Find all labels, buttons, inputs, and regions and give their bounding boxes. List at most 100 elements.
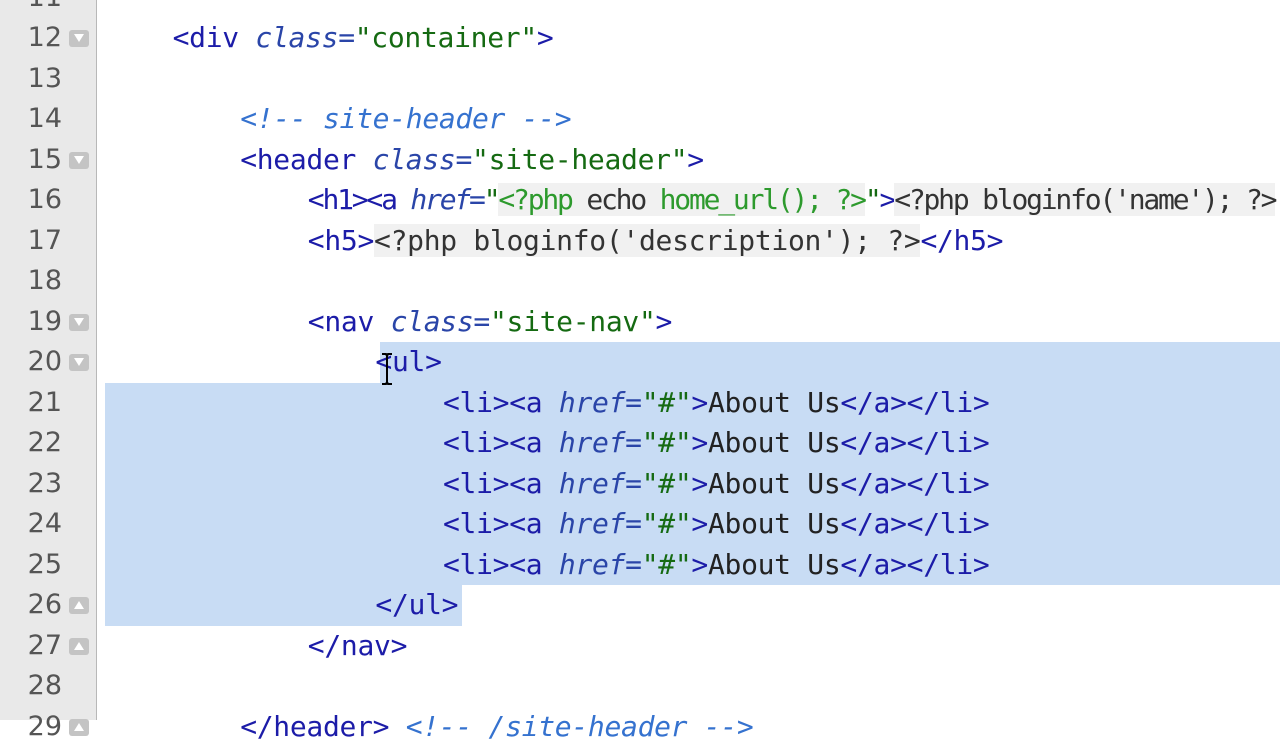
code-line[interactable]: 25<li><a href="#">About Us</a></li> bbox=[0, 545, 1280, 586]
token-txt: About Us bbox=[708, 507, 840, 540]
code-line[interactable]: 19 <nav class="site-nav"> bbox=[0, 302, 1280, 343]
fold-end-icon[interactable] bbox=[69, 638, 89, 655]
line-number: 14 bbox=[0, 99, 62, 140]
fold-collapse-icon[interactable] bbox=[69, 30, 89, 47]
token-str: " bbox=[484, 183, 499, 216]
token-tag: > bbox=[691, 467, 708, 500]
token-str: "#" bbox=[642, 467, 692, 500]
code-text: <nav class="site-nav"> bbox=[308, 302, 672, 343]
fold-collapse-icon[interactable] bbox=[69, 152, 89, 169]
line-number: 17 bbox=[0, 221, 62, 262]
code-line[interactable]: 14 <!-- site-header --> bbox=[0, 99, 1280, 140]
token-eq: = bbox=[473, 305, 490, 338]
code-text: <div class="container"> bbox=[173, 18, 554, 59]
token-tag: > bbox=[691, 426, 708, 459]
line-number: 13 bbox=[0, 59, 62, 100]
code-line[interactable]: 15<header class="site-header"> bbox=[0, 140, 1280, 181]
token-eq: = bbox=[455, 143, 472, 176]
code-line[interactable]: 18 bbox=[0, 261, 1280, 302]
line-number: 18 bbox=[0, 261, 62, 302]
token-attr: class bbox=[373, 143, 456, 176]
token-tag: > bbox=[691, 386, 708, 419]
token-tag: </a></li> bbox=[840, 548, 989, 581]
line-number: 24 bbox=[0, 504, 62, 545]
line-number: 26 bbox=[0, 585, 62, 626]
line-number: 28 bbox=[0, 666, 62, 707]
code-line[interactable]: 22<li><a href="#">About Us</a></li> bbox=[0, 423, 1280, 464]
line-number: 23 bbox=[0, 464, 62, 505]
fold-collapse-icon[interactable] bbox=[69, 354, 89, 371]
code-line[interactable]: 23<li><a href="#">About Us</a></li> bbox=[0, 464, 1280, 505]
token-tag: </a></li> bbox=[840, 467, 989, 500]
fold-end-icon[interactable] bbox=[69, 719, 89, 736]
code-text: <h1><a href="<?php echo home_url(); ?>">… bbox=[308, 180, 1276, 221]
token-str: " bbox=[865, 183, 880, 216]
line-number: 15 bbox=[0, 140, 62, 181]
line-number: 25 bbox=[0, 545, 62, 586]
token-attr: class bbox=[255, 21, 338, 54]
token-tag: </ul> bbox=[375, 588, 458, 621]
code-line[interactable]: 17 <h5><?php bloginfo('description'); ?><… bbox=[0, 221, 1280, 262]
line-number: 11 bbox=[0, 0, 62, 18]
code-text: </nav> bbox=[308, 626, 407, 667]
code-line[interactable]: 20<ul> bbox=[0, 342, 1280, 383]
token-tag: </a></li> bbox=[840, 507, 989, 540]
token-php: <?php bbox=[498, 183, 586, 216]
code-text: <li><a href="#">About Us</a></li> bbox=[443, 383, 989, 424]
token-str: "#" bbox=[642, 548, 692, 581]
code-text: <!-- site-header --> bbox=[240, 99, 571, 140]
code-line[interactable]: 27 </nav> bbox=[0, 626, 1280, 667]
token-tag: > bbox=[687, 143, 704, 176]
code-line[interactable]: 28 bbox=[0, 666, 1280, 707]
line-number: 29 bbox=[0, 707, 62, 747]
token-php: home_url(); ?> bbox=[660, 183, 865, 216]
line-number: 12 bbox=[0, 18, 62, 59]
token-eq: = bbox=[625, 548, 642, 581]
code-text: </ul> bbox=[375, 585, 458, 626]
token-tag: </a></li> bbox=[840, 386, 989, 419]
token-tag: > bbox=[537, 21, 554, 54]
token-str: "site-header" bbox=[472, 143, 687, 176]
token-eq: = bbox=[625, 386, 642, 419]
selection-highlight bbox=[380, 342, 1280, 383]
token-tag: </header> bbox=[240, 710, 406, 743]
token-attr: href bbox=[410, 183, 469, 216]
token-tag: > bbox=[656, 305, 673, 338]
token-eq: = bbox=[625, 467, 642, 500]
token-tag: <li><a bbox=[443, 507, 559, 540]
token-com: <!-- /site-header --> bbox=[406, 710, 754, 743]
code-text: <h5><?php bloginfo('description'); ?></h… bbox=[308, 221, 1003, 262]
code-text: </header> <!-- /site-header --> bbox=[240, 707, 753, 747]
token-str: "#" bbox=[642, 507, 692, 540]
token-tag: > bbox=[691, 507, 708, 540]
code-line[interactable]: 13 bbox=[0, 59, 1280, 100]
token-tag: <nav bbox=[308, 305, 391, 338]
i-beam-cursor-icon bbox=[380, 352, 394, 390]
token-tag: </a></li> bbox=[840, 426, 989, 459]
code-line[interactable]: 11 bbox=[0, 0, 1280, 18]
line-number: 19 bbox=[0, 302, 62, 343]
code-line[interactable]: 16<h1><a href="<?php echo home_url(); ?>… bbox=[0, 180, 1280, 221]
token-tag: <li><a bbox=[443, 467, 559, 500]
token-phpd: <?php bloginfo('description'); ?> bbox=[374, 224, 920, 257]
token-tag: > bbox=[880, 183, 895, 216]
code-line[interactable]: 26 </ul> bbox=[0, 585, 1280, 626]
token-tag: > bbox=[691, 548, 708, 581]
code-line[interactable]: 24<li><a href="#">About Us</a></li> bbox=[0, 504, 1280, 545]
token-attr: href bbox=[559, 548, 625, 581]
code-line[interactable]: 12 <div class="container"> bbox=[0, 18, 1280, 59]
token-eq: = bbox=[625, 426, 642, 459]
fold-end-icon[interactable] bbox=[69, 597, 89, 614]
token-tag: <div bbox=[173, 21, 256, 54]
token-attr: class bbox=[391, 305, 474, 338]
line-number: 27 bbox=[0, 626, 62, 667]
token-attr: href bbox=[559, 386, 625, 419]
token-tag: <li><a bbox=[443, 548, 559, 581]
token-tag: <h1><a bbox=[308, 183, 411, 216]
token-txt: About Us bbox=[708, 426, 840, 459]
token-txt: About Us bbox=[708, 386, 840, 419]
code-line[interactable]: 29 </header> <!-- /site-header --> bbox=[0, 707, 1280, 747]
fold-collapse-icon[interactable] bbox=[69, 314, 89, 331]
code-line[interactable]: 21<li><a href="#">About Us</a></li> bbox=[0, 383, 1280, 424]
